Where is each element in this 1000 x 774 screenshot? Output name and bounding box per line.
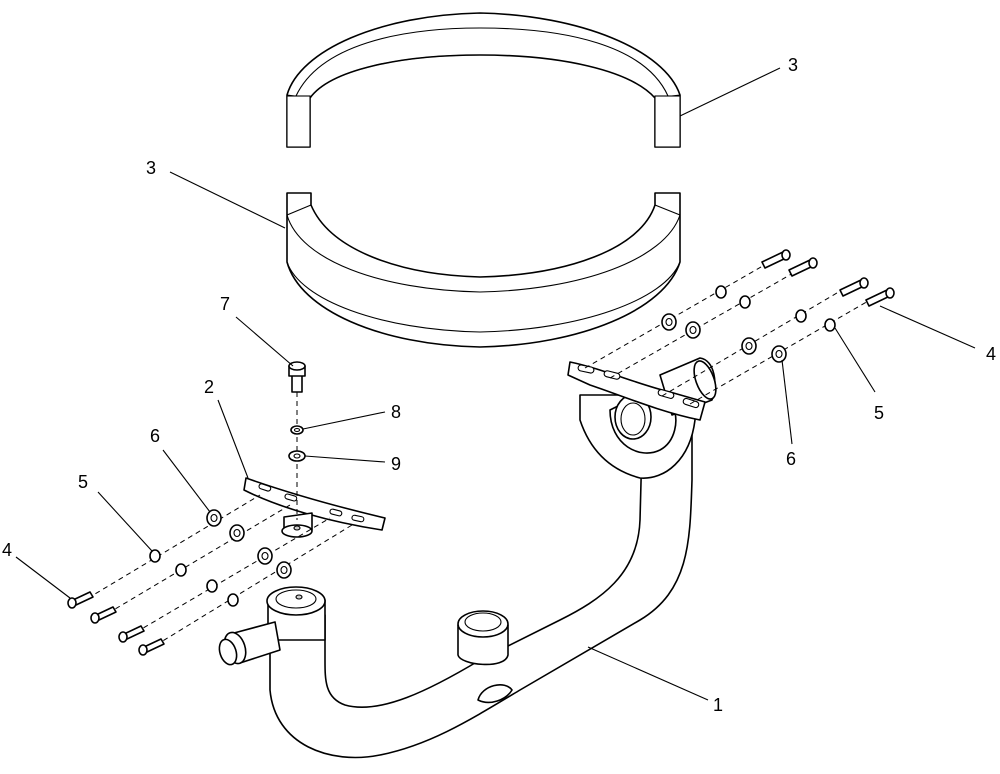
callout-bracket: 2 [204,377,214,397]
callout-washer-large-right: 6 [786,449,796,469]
upper-ring-half [286,12,681,148]
bolt-left-3 [118,625,145,643]
right-fasteners [584,249,895,405]
bolt-right-1 [761,249,791,269]
callout-lockwasher: 8 [391,402,401,422]
bolt-right-2 [788,257,818,277]
callout-bolt-left: 4 [2,540,12,560]
callout-washer-small-left: 5 [78,472,88,492]
lower-ring-half [286,192,681,348]
bolt-left-2 [90,606,117,624]
left-fasteners [67,494,353,656]
callout-ring-upper: 3 [788,55,798,75]
callout-washer-small-right: 5 [874,403,884,423]
callout-ring-lower: 3 [146,158,156,178]
bolt-right-4 [865,287,895,307]
callout-bolt-right: 4 [986,344,996,364]
bolt-left-1 [67,591,94,609]
exhaust-pipe [218,357,717,759]
bolt-right-3 [839,277,869,297]
lockwasher [290,425,304,435]
callout-screw: 7 [220,294,230,314]
bolt-left-4 [138,638,165,656]
callout-exhaust-pipe: 1 [713,695,723,715]
leader-lines [15,67,976,701]
screw [288,361,306,393]
callout-flat-washer: 9 [391,454,401,474]
callout-washer-large-left: 6 [150,426,160,446]
flat-washer [288,450,306,462]
bracket [243,477,386,538]
